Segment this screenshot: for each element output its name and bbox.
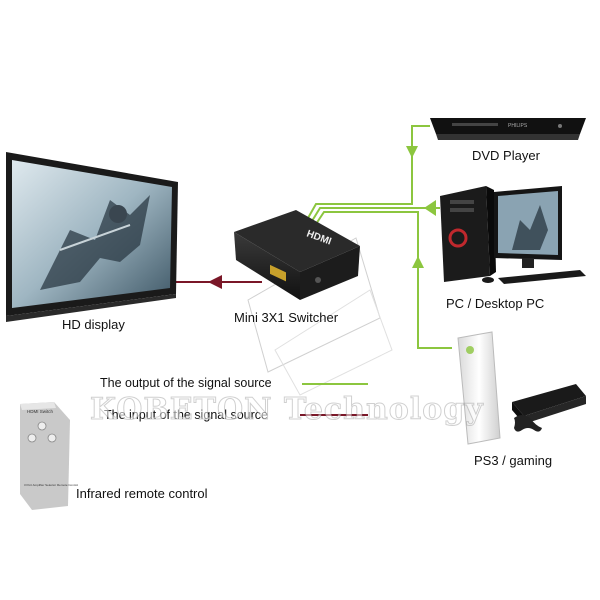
console-illustration xyxy=(457,331,586,445)
green-arrows xyxy=(406,146,436,268)
switcher-illustration: HDMI xyxy=(234,210,360,300)
label-remote: Infrared remote control xyxy=(76,486,208,501)
arrow-to-display xyxy=(208,275,222,289)
arrow-down xyxy=(406,146,418,158)
dvd-player-illustration: PHILIPS xyxy=(430,118,586,140)
legend-input-label: The input of the signal source xyxy=(104,408,268,422)
reflection-pane xyxy=(274,289,393,396)
remote-illustration: HDMI Switch 3 Port Amplifier Selector Re… xyxy=(20,402,78,510)
label-pc: PC / Desktop PC xyxy=(446,296,545,311)
arrow-left xyxy=(424,200,436,216)
remote-title-text: HDMI Switch xyxy=(27,409,53,414)
label-ps3: PS3 / gaming xyxy=(474,453,553,468)
wire-dvd xyxy=(299,125,430,233)
pc-illustration xyxy=(440,186,586,284)
label-dvd-player: DVD Player xyxy=(472,148,540,163)
dvd-brand-text: PHILIPS xyxy=(508,123,528,129)
wire-ps3 xyxy=(307,211,452,349)
legend-output-label: The output of the signal source xyxy=(100,376,272,390)
hd-display-illustration xyxy=(6,152,178,322)
arrow-up xyxy=(412,256,424,268)
watermark: KOBETON Technology xyxy=(90,392,484,428)
label-hd-display: HD display xyxy=(62,317,125,332)
remote-caption-text: 3 Port Amplifier Selector Remote Control xyxy=(24,483,78,487)
label-switcher: Mini 3X1 Switcher xyxy=(234,310,339,325)
